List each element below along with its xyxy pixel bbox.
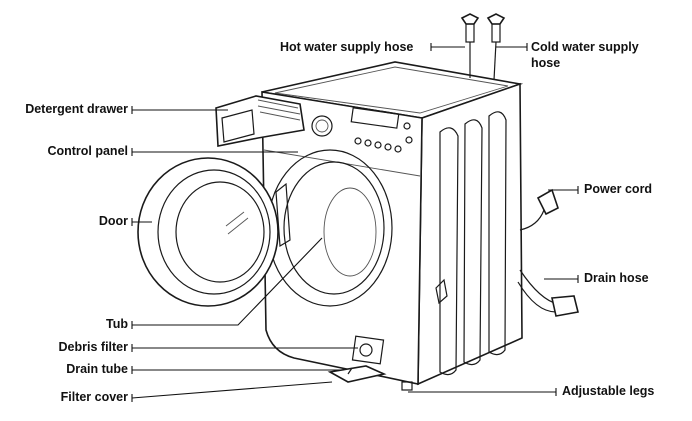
label-power-cord: Power cord [584, 182, 653, 196]
label-debris-filter: Debris filter [58, 340, 128, 354]
label-cold-water-supply-hose-line2: hose [531, 56, 561, 70]
control-panel-graphic [311, 107, 413, 153]
label-drain-hose: Drain hose [584, 271, 649, 285]
label-control-panel: Control panel [47, 144, 128, 158]
label-drain-tube: Drain tube [66, 362, 128, 376]
label-filter-cover: Filter cover [60, 390, 128, 404]
label-adjustable-legs: Adjustable legs [562, 384, 655, 398]
leader-lines [131, 43, 579, 402]
power-cord-graphic [519, 188, 559, 231]
water-taps-graphic [460, 13, 506, 81]
leader-tub [132, 237, 323, 326]
machine-body [261, 61, 524, 386]
adjustable-legs-graphic [401, 381, 413, 391]
drain-hose-graphic [517, 269, 579, 317]
label-hot-water-supply-hose: Hot water supply hose [280, 40, 414, 54]
label-cold-water-supply-hose-line1: Cold water supply [531, 40, 639, 54]
label-tub: Tub [106, 317, 128, 331]
door-graphic [137, 157, 291, 307]
detergent-drawer-graphic [215, 95, 305, 147]
label-door: Door [98, 214, 128, 228]
leader-filter-cover [131, 381, 333, 399]
label-detergent-drawer: Detergent drawer [25, 102, 128, 116]
